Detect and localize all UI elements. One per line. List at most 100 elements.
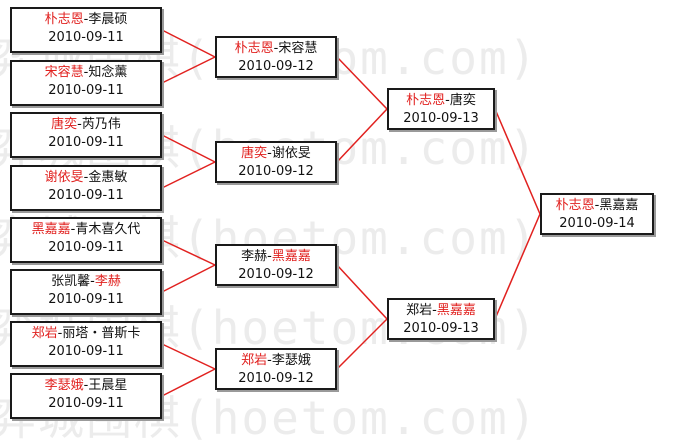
- match-players: 张凯馨-李赫: [12, 273, 160, 291]
- match-players: 唐奕-谢依旻: [217, 145, 335, 163]
- bracket-connector: [161, 29, 216, 58]
- winner-name: 唐奕: [51, 117, 78, 132]
- bracket-lines: [161, 29, 541, 397]
- match-date: 2010-09-11: [48, 135, 124, 150]
- loser-name: 李瑟娥: [271, 353, 311, 368]
- match-date: 2010-09-11: [48, 396, 124, 411]
- match-date: 2010-09-12: [238, 164, 314, 179]
- match-players: 朴志恩-李晨硕: [12, 11, 160, 29]
- match-players: 郑岩-丽塔・普斯卡: [12, 325, 160, 343]
- bracket-connector: [161, 239, 216, 266]
- match-date: 2010-09-12: [238, 59, 314, 74]
- match-date: 2010-09-11: [48, 83, 124, 98]
- name-separator: -: [594, 198, 600, 213]
- match-date: 2010-09-11: [48, 344, 124, 359]
- match-players: 李瑟娥-王晨星: [12, 377, 160, 395]
- name-separator: -: [83, 65, 89, 80]
- winner-name: 宋容慧: [44, 65, 84, 80]
- winner-name: 唐奕: [241, 146, 268, 161]
- bracket-connector: [161, 56, 216, 84]
- match-date: 2010-09-14: [559, 216, 635, 231]
- match-players: 郑岩-黑嘉嘉: [389, 302, 493, 320]
- loser-name: 知念薰: [88, 65, 128, 80]
- loser-name: 青木喜久代: [75, 222, 141, 237]
- winner-name: 李瑟娥: [44, 378, 84, 393]
- bracket-connector: [161, 368, 216, 397]
- bracket-connector: [161, 264, 216, 293]
- winner-name: 朴志恩: [234, 41, 274, 56]
- bracket-connector: [494, 213, 541, 320]
- match-players: 唐奕-芮乃伟: [12, 116, 160, 134]
- bracket-connector: [336, 264, 388, 320]
- name-separator: -: [267, 353, 272, 368]
- loser-name: 丽塔・普斯卡: [62, 326, 141, 341]
- match-date: 2010-09-11: [48, 188, 124, 203]
- winner-name: 朴志恩: [44, 12, 84, 27]
- winner-name: 黑嘉嘉: [436, 303, 476, 318]
- winner-name: 黑嘉嘉: [31, 222, 71, 237]
- match-date: 2010-09-13: [403, 321, 479, 336]
- loser-name: 唐奕: [449, 93, 476, 108]
- match-players: 宋容慧-知念薰: [12, 64, 160, 82]
- bracket-connector: [494, 108, 541, 215]
- name-separator: -: [445, 93, 450, 108]
- name-separator: -: [267, 146, 272, 161]
- winner-name: 朴志恩: [406, 93, 446, 108]
- name-separator: -: [432, 303, 437, 318]
- loser-name: 芮乃伟: [81, 117, 121, 132]
- loser-name: 金惠敏: [88, 170, 128, 185]
- loser-name: 宋容慧: [278, 41, 318, 56]
- bracket-connector: [336, 318, 388, 370]
- name-separator: -: [83, 170, 89, 185]
- loser-name: 郑岩: [406, 303, 433, 318]
- bracket-connector: [336, 56, 388, 110]
- match-date: 2010-09-11: [48, 30, 124, 45]
- name-separator: -: [77, 117, 82, 132]
- match-box-round1-5: 黑嘉嘉-青木喜久代 2010-09-11: [10, 217, 162, 263]
- match-players: 朴志恩-宋容慧: [217, 40, 335, 58]
- bracket-connector: [161, 343, 216, 370]
- bracket-connector: [161, 161, 216, 189]
- name-separator: -: [273, 41, 279, 56]
- match-date: 2010-09-11: [48, 292, 124, 307]
- loser-name: 黑嘉嘉: [599, 198, 639, 213]
- loser-name: 李赫: [241, 249, 268, 264]
- winner-name: 郑岩: [241, 353, 268, 368]
- match-players: 郑岩-李瑟娥: [217, 352, 335, 370]
- name-separator: -: [70, 222, 76, 237]
- match-players: 李赫-黑嘉嘉: [217, 248, 335, 266]
- match-date: 2010-09-12: [238, 267, 314, 282]
- winner-name: 李赫: [94, 274, 121, 289]
- loser-name: 谢依旻: [271, 146, 311, 161]
- name-separator: -: [83, 12, 89, 27]
- loser-name: 李晨硕: [88, 12, 128, 27]
- winner-name: 谢依旻: [44, 170, 84, 185]
- match-date: 2010-09-12: [238, 371, 314, 386]
- match-players: 谢依旻-金惠敏: [12, 169, 160, 187]
- match-players: 朴志恩-黑嘉嘉: [542, 197, 652, 215]
- name-separator: -: [57, 326, 63, 341]
- bracket-connector: [336, 108, 388, 163]
- match-date: 2010-09-11: [48, 240, 124, 255]
- name-separator: -: [83, 378, 89, 393]
- match-players: 朴志恩-唐奕: [389, 92, 493, 110]
- bracket-connector: [161, 134, 216, 163]
- match-date: 2010-09-13: [403, 111, 479, 126]
- name-separator: -: [267, 249, 272, 264]
- winner-name: 黑嘉嘉: [271, 249, 311, 264]
- loser-name: 王晨星: [88, 378, 128, 393]
